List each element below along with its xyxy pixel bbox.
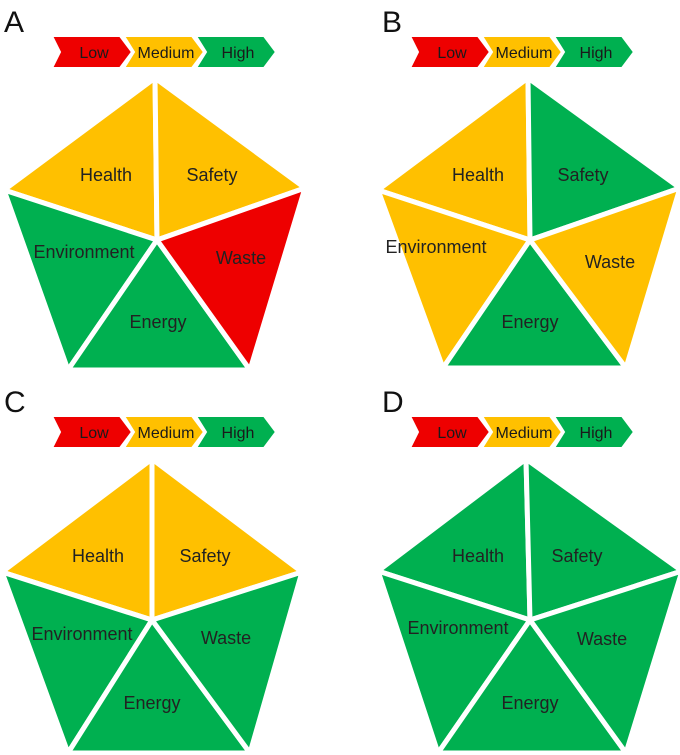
segment-label-waste: Waste [201,628,251,648]
legend-arrow-low [408,415,492,449]
segment-label-health: Health [452,165,504,185]
legend-arrow-high [194,35,278,69]
segment-label-health: Health [80,165,132,185]
segment-waste [149,569,305,755]
segment-waste [527,569,680,755]
legend-label-medium: Medium [496,45,553,62]
legend-arrow-medium [122,415,206,449]
legend-label-medium: Medium [138,425,195,442]
panel-letter: A [4,6,24,39]
panel-letter: C [4,386,26,419]
legend-arrow-medium [480,35,564,69]
legend-arrow-low [408,35,492,69]
legend-arrow-high [194,415,278,449]
segment-label-health: Health [72,546,124,566]
legend-label-high: High [222,425,255,442]
segment-label-waste: Waste [216,248,266,268]
legend: Low Medium High [408,415,636,449]
legend-arrow-high [552,35,636,69]
legend-arrow-medium [122,35,206,69]
legend-arrow-medium [480,415,564,449]
legend-label-medium: Medium [496,425,553,442]
legend: Low Medium High [50,415,278,449]
legend-label-low: Low [437,425,467,442]
legend-label-high: High [222,45,255,62]
panel-letter: D [382,386,404,419]
segment-waste [527,185,680,371]
segment-label-environment: Environment [33,242,134,262]
segment-label-energy: Energy [123,693,180,713]
segment-label-safety: Safety [551,546,602,566]
legend-label-medium: Medium [138,45,195,62]
legend: Low Medium High [50,35,278,69]
segment-label-energy: Energy [501,312,558,332]
legend: Low Medium High [408,35,636,69]
segment-label-environment: Environment [407,618,508,638]
segment-label-energy: Energy [129,312,186,332]
segment-label-safety: Safety [179,546,230,566]
legend-label-high: High [580,425,613,442]
segment-label-safety: Safety [186,165,237,185]
legend-label-low: Low [79,425,109,442]
segment-label-waste: Waste [585,252,635,272]
segment-label-waste: Waste [577,629,627,649]
legend-arrow-high [552,415,636,449]
legend-label-high: High [580,45,613,62]
legend-label-low: Low [79,45,109,62]
segment-label-health: Health [452,546,504,566]
segment-label-environment: Environment [385,237,486,257]
segment-label-safety: Safety [557,165,608,185]
legend-arrow-low [50,35,134,69]
segment-waste [154,185,308,373]
legend-arrow-low [50,415,134,449]
panel-letter: B [382,6,402,39]
segment-label-energy: Energy [501,693,558,713]
segment-label-environment: Environment [31,624,132,644]
legend-label-low: Low [437,45,467,62]
